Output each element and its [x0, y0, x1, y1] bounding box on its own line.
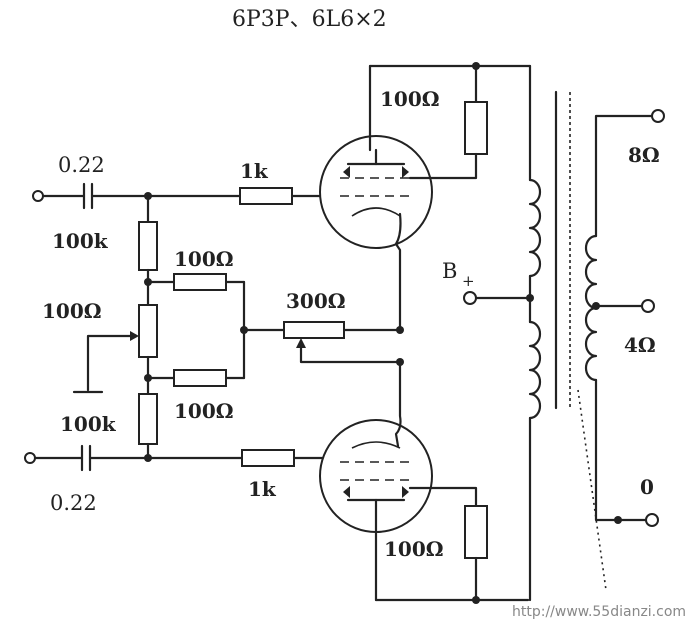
output-label-0: 0	[640, 475, 654, 499]
output-terminal-8-ohm	[651, 109, 665, 123]
transformer-secondary-upper-coil	[584, 234, 598, 310]
output-label-8-ohm: 8Ω	[628, 143, 660, 167]
diagram-title: 6P3P、6L6×2	[232, 7, 387, 32]
output-label-4-ohm: 4Ω	[624, 333, 656, 357]
tube-bottom-pin-right	[402, 486, 409, 498]
wire-cathode-wiper	[299, 346, 402, 364]
capacitor-top-label: 0.22	[58, 153, 105, 177]
balance-wiper-arrow	[130, 331, 139, 341]
capacitor-bottom-label: 0.22	[50, 491, 97, 515]
wire-tube-top-cathode	[394, 212, 402, 332]
transformer-secondary-lower-coil	[584, 306, 598, 382]
resistor-100k-top-label: 100k	[52, 229, 109, 253]
resistor-mid-lower-label: 100Ω	[174, 399, 234, 423]
resistor-100k-bottom	[138, 393, 158, 445]
resistor-100k-top	[138, 221, 158, 271]
wire-tube-bottom-cathode	[394, 360, 402, 448]
resistor-grid-top	[239, 187, 293, 205]
output-terminal-0	[645, 513, 659, 527]
resistor-screen-top-label: 100Ω	[380, 87, 440, 111]
wire-screen-bottom-to-tube	[408, 486, 478, 508]
resistor-grid-top-label: 1k	[240, 159, 269, 183]
output-terminal-4-ohm	[641, 299, 655, 313]
input-terminal-bottom	[24, 452, 36, 464]
tube-top-pin-right	[402, 166, 409, 178]
supply-terminal	[463, 291, 477, 305]
supply-label-sub: +	[462, 272, 475, 290]
tube-bottom-cathode	[351, 441, 401, 449]
junction-cathode-pot-right	[396, 326, 404, 334]
resistor-screen-top	[464, 101, 488, 155]
cathode-pot-wiper-arrow	[296, 338, 306, 348]
resistor-grid-bottom	[241, 449, 295, 467]
potentiometer-cathode	[283, 321, 345, 339]
transformer-primary-lower-coil	[528, 320, 542, 420]
resistor-screen-bottom	[464, 505, 488, 559]
tube-top-pin-left	[343, 166, 350, 178]
wire-secondary-bottom	[594, 378, 648, 522]
tube-bottom-pin-left	[343, 486, 350, 498]
potentiometer-cathode-label: 300Ω	[286, 289, 346, 313]
watermark-text: http://www.55dianzi.com	[512, 604, 686, 620]
tube-top-cathode	[351, 207, 401, 217]
wire-balance-wiper-to-ground	[86, 334, 136, 392]
resistor-mid-upper	[173, 273, 227, 291]
potentiometer-balance	[138, 304, 158, 358]
resistor-mid-lower	[173, 369, 227, 387]
wire-secondary-top	[594, 114, 654, 238]
resistor-100k-bottom-label: 100k	[60, 412, 117, 436]
supply-label: B	[442, 259, 457, 283]
input-terminal-top	[32, 190, 44, 202]
resistor-grid-bottom-label: 1k	[248, 477, 277, 501]
junction-secondary-common	[614, 516, 622, 524]
resistor-screen-bottom-label: 100Ω	[384, 537, 444, 561]
potentiometer-balance-label: 100Ω	[42, 299, 102, 323]
wire-screen-top-to-tube	[408, 152, 478, 180]
transformer-primary-upper-coil	[528, 178, 542, 278]
resistor-mid-upper-label: 100Ω	[174, 247, 234, 271]
transformer-core-line-3	[577, 389, 607, 591]
